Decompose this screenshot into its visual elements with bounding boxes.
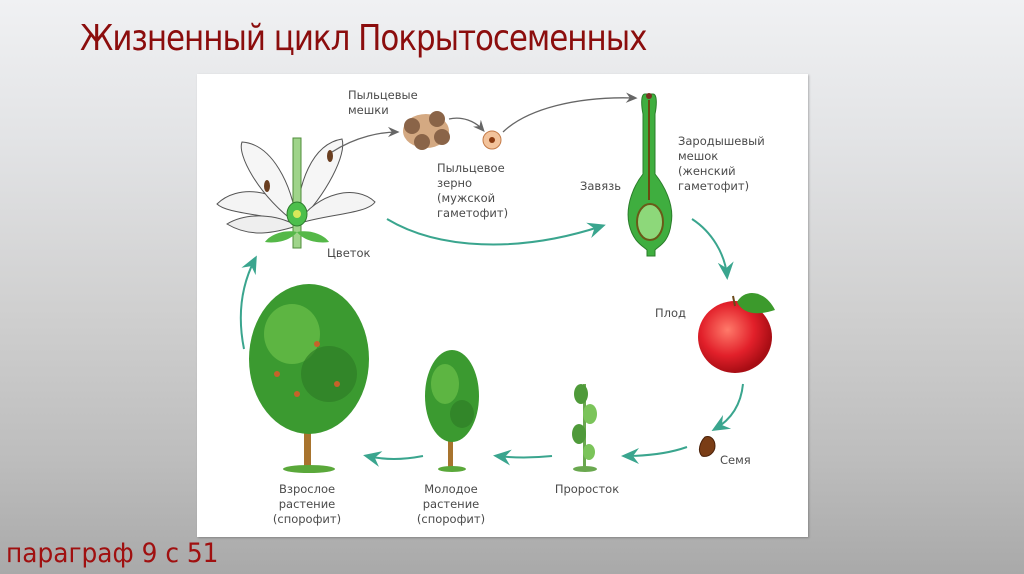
life-cycle-diagram: Пыльцевые мешки Пыльцевое зерно (мужской… (197, 74, 808, 537)
arrow-sacs-to-grain (448, 117, 485, 132)
diagram-graphics (216, 92, 775, 473)
flower-icon (216, 137, 376, 249)
arrow-young-to-adult (363, 451, 424, 467)
pollen-grain-icon (482, 130, 502, 150)
arrow-ovary-to-fruit (691, 218, 734, 280)
sprout-icon (572, 384, 597, 472)
pistil-icon (627, 93, 673, 257)
label-seed: Семя (720, 453, 751, 467)
label-flower: Цветок (327, 246, 371, 260)
label-pollen-grain: Пыльцевое зерно (мужской гаметофит) (437, 161, 509, 220)
young-tree-icon (425, 350, 479, 472)
label-pollen-sacs: Пыльцевые мешки (348, 88, 418, 117)
seed-icon (698, 436, 716, 457)
arrow-flower-to-ovary (386, 218, 606, 246)
label-fruit: Плод (655, 306, 686, 320)
label-sprout: Проросток (554, 482, 620, 496)
label-adult-plant: Взрослое растение (спорофит) (272, 482, 342, 526)
adult-tree-icon (249, 284, 369, 473)
arrow-seed-to-sprout (621, 446, 688, 464)
label-ovary: Завязь (580, 179, 622, 193)
arrow-sprout-to-young (493, 449, 553, 466)
label-embryo-sac: Зародышевый мешок (женский гаметофит) (678, 134, 765, 193)
arrow-adult-to-flower (239, 255, 257, 350)
slide-title: Жизненный цикл Покрытосеменных (80, 18, 647, 59)
arrow-fruit-to-seed (711, 383, 744, 432)
label-young-plant: Молодое растение (спорофит) (416, 482, 486, 526)
apple-icon (698, 292, 775, 373)
arrow-flower-to-pollen-sacs (331, 126, 400, 153)
slide-footer-reference: параграф 9 с 51 (6, 538, 219, 569)
arrow-grain-to-pistil (502, 92, 638, 133)
pollen-sacs-icon (403, 111, 450, 150)
